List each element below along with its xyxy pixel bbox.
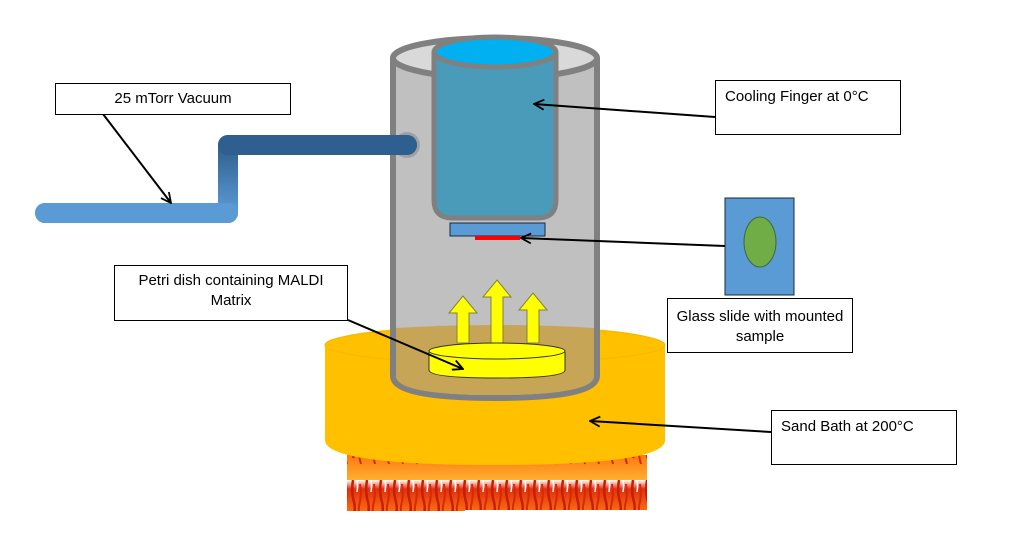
sample-tissue [475, 236, 520, 240]
vapor-arrow [447, 295, 479, 344]
sample-spot [743, 216, 777, 268]
petri-dish-arrow [347, 319, 463, 369]
glass-slide-label: Glass slide with mounted sample [667, 298, 853, 353]
vapor-arrow [517, 292, 549, 344]
cooling-finger [431, 34, 559, 221]
mounted-slide [449, 222, 546, 237]
vapor-arrow [481, 279, 513, 344]
cooling-finger-label: Cooling Finger at 0°C [715, 80, 901, 135]
sand-bath-arrow [590, 421, 772, 433]
petri-dish [428, 342, 566, 379]
cooling-finger-arrow [534, 104, 716, 118]
vapor-arrows [447, 279, 549, 344]
glass-slide-arrow [521, 238, 726, 247]
sand-bath-label: Sand Bath at 200°C [771, 410, 957, 465]
petri-dish-label: Petri dish containing MALDI Matrix [114, 265, 348, 321]
vacuum-label: 25 mTorr Vacuum [55, 83, 291, 115]
vacuum-arrow [102, 113, 171, 203]
vacuum-tube [35, 132, 420, 223]
